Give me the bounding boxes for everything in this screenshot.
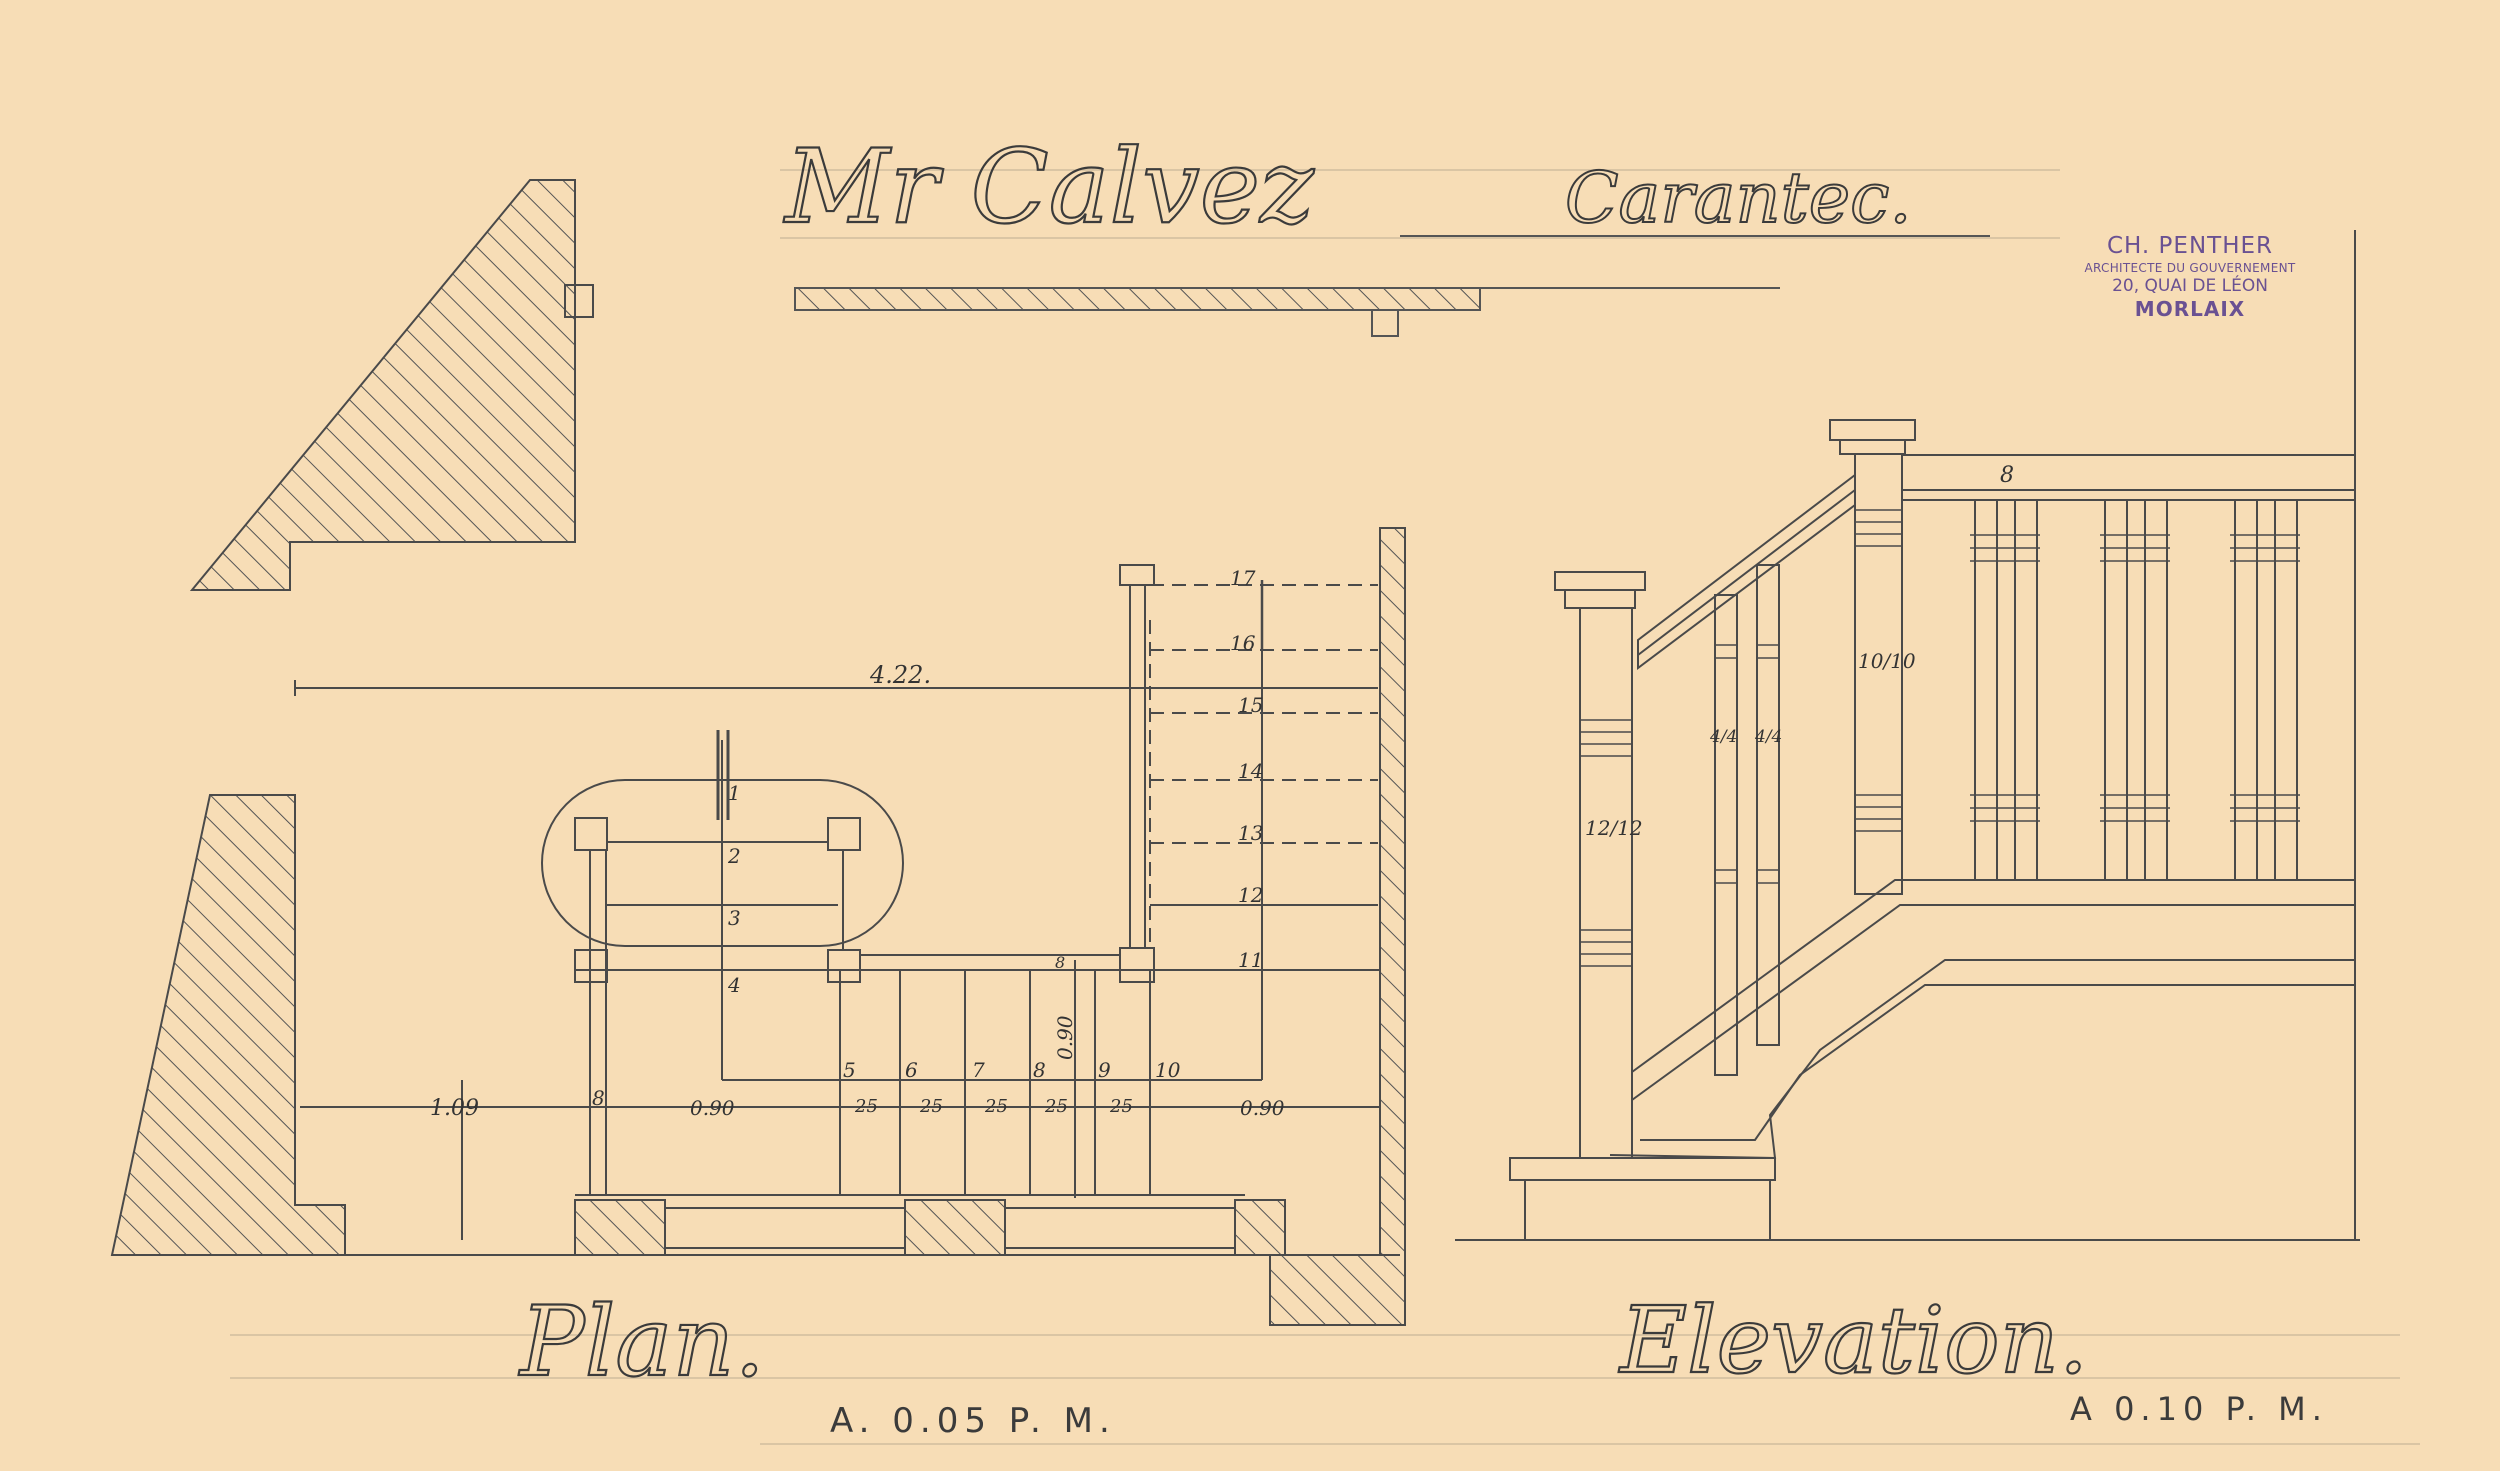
plan-caption: Plan.: [518, 1286, 765, 1398]
step-14: 14: [1238, 759, 1263, 783]
step-8: 8: [1033, 1058, 1046, 1082]
step-11: 11: [1238, 948, 1263, 972]
stamp-address: 20, QUAI DE LÉON: [2112, 275, 2268, 296]
title-client: Mr Calvez: [783, 128, 1315, 247]
step-15: 15: [1238, 693, 1263, 717]
dim-0-90-b: 0.90: [1240, 1096, 1285, 1120]
dim-25-e: 25: [1109, 1096, 1133, 1117]
step-3: 3: [728, 906, 741, 930]
dim-overall: 4.22.: [869, 661, 931, 689]
stamp-role: ARCHITECTE DU GOUVERNEMENT: [2084, 260, 2296, 275]
step-12: 12: [1238, 883, 1263, 907]
stamp-city: MORLAIX: [2134, 297, 2246, 321]
title-place: Carantec.: [1565, 157, 1912, 239]
plan-scale: A. 0.05 P. M.: [830, 1401, 1116, 1441]
dim-0-90-a: 0.90: [690, 1096, 735, 1120]
step-7: 7: [972, 1058, 985, 1082]
stamp-name: CH. PENTHER: [2106, 233, 2274, 259]
dim-25-d: 25: [1044, 1096, 1068, 1117]
dim-25-c: 25: [984, 1096, 1008, 1117]
step-4: 4: [727, 973, 741, 997]
plan-labels: 1 2 3 4 5 6 7 8 9 10 11 12 13 14 15 16 1…: [430, 566, 1285, 1121]
label-newel-12-12: 12/12: [1585, 816, 1643, 840]
label-baluster-4-4-a: 4/4: [1709, 727, 1737, 747]
step-1: 1: [728, 781, 741, 805]
elevation-view: [1455, 230, 2360, 1241]
architect-stamp: CH. PENTHER ARCHITECTE DU GOUVERNEMENT 2…: [2040, 232, 2340, 322]
plan-view: 4.22.: [110, 179, 1406, 1326]
plan-curtail-step: [541, 779, 904, 947]
dim-0-90-vertical: 0.90: [1053, 1015, 1077, 1060]
elevation-scale: A 0.10 P. M.: [2070, 1390, 2328, 1428]
dim-25-b: 25: [919, 1096, 943, 1117]
step-9: 9: [1098, 1058, 1111, 1082]
label-baluster-4-4-b: 4/4: [1754, 727, 1782, 747]
dim-8-vertical: 8: [1055, 953, 1065, 972]
step-2: 2: [727, 844, 741, 868]
step-6: 6: [905, 1058, 918, 1082]
plan-wall-left: [110, 794, 346, 1256]
step-16: 16: [1230, 631, 1256, 655]
plan-wall-right: [1269, 527, 1406, 1326]
title-block: Mr Calvez Carantec.: [782, 127, 1990, 337]
step-17: 17: [1230, 566, 1256, 590]
guide-lines: [230, 169, 2420, 1445]
captions: Plan. A. 0.05 P. M. Elevation. A 0.10 P.…: [517, 1285, 2328, 1441]
label-newel-10-10: 10/10: [1858, 649, 1916, 673]
dim-25-a: 25: [854, 1096, 878, 1117]
step-10: 10: [1155, 1058, 1181, 1082]
step-13: 13: [1238, 821, 1263, 845]
elevation-labels: 8 10/10 12/12 4/4 4/4: [1585, 463, 2014, 840]
elevation-caption: Elevation.: [1618, 1287, 2088, 1394]
dim-8: 8: [592, 1086, 605, 1110]
label-rail-8: 8: [2000, 463, 2014, 488]
plan-wall-upper: [189, 179, 576, 591]
step-5: 5: [843, 1058, 856, 1082]
dim-1-09: 1.09: [430, 1096, 479, 1121]
